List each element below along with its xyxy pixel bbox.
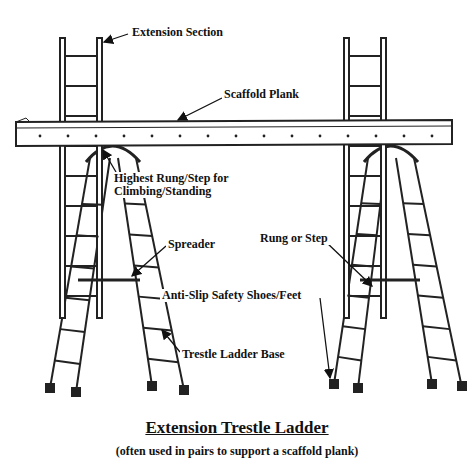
plank-nail bbox=[431, 135, 434, 138]
rung bbox=[65, 205, 97, 207]
part-label: Highest Rung/Step for Climbing/Standing bbox=[112, 172, 236, 198]
plank-nail bbox=[375, 135, 378, 138]
rung bbox=[428, 357, 457, 361]
plank-nail bbox=[39, 135, 42, 138]
ladder-drawing bbox=[46, 38, 466, 396]
rung bbox=[66, 298, 90, 300]
figure-caption: (often used in pairs to support a scaffo… bbox=[116, 444, 359, 459]
rung bbox=[65, 55, 97, 57]
scaffold-plank bbox=[16, 118, 452, 146]
rung bbox=[134, 266, 159, 268]
part-label: Extension Section bbox=[130, 26, 225, 39]
rung bbox=[148, 359, 178, 363]
rung bbox=[65, 265, 97, 267]
part-label: Rung or Step bbox=[258, 232, 330, 245]
plank-nail bbox=[263, 135, 266, 138]
plank-nail bbox=[123, 135, 126, 138]
rung bbox=[338, 357, 361, 361]
rung bbox=[129, 235, 152, 236]
rung bbox=[65, 115, 97, 117]
figure-title: Extension Trestle Ladder bbox=[145, 418, 328, 438]
plank-nail bbox=[67, 135, 70, 138]
rung bbox=[65, 295, 97, 297]
rung bbox=[343, 326, 365, 329]
plank-nail bbox=[291, 135, 294, 138]
part-label: Spreader bbox=[166, 238, 217, 251]
rung bbox=[418, 295, 443, 297]
ladder-rungs bbox=[55, 56, 456, 364]
rung bbox=[60, 329, 84, 332]
part-label: Trestle Ladder Base bbox=[180, 348, 287, 361]
rung bbox=[125, 203, 146, 206]
rung bbox=[361, 202, 380, 205]
plank-nail bbox=[207, 135, 210, 138]
rung bbox=[349, 235, 381, 237]
plank-nail bbox=[347, 135, 350, 138]
rung bbox=[349, 85, 381, 87]
rung bbox=[403, 202, 423, 205]
rung bbox=[413, 265, 437, 267]
rung bbox=[349, 265, 381, 267]
rung bbox=[349, 205, 381, 207]
rung bbox=[423, 326, 450, 329]
rung bbox=[349, 295, 381, 297]
plank-nail bbox=[95, 135, 98, 138]
rung bbox=[143, 328, 171, 331]
plank-nail bbox=[319, 135, 322, 138]
rung bbox=[65, 85, 97, 87]
part-label: Scaffold Plank bbox=[222, 88, 301, 101]
plank-nail bbox=[403, 135, 406, 138]
rung bbox=[65, 235, 97, 237]
leader-lines bbox=[103, 34, 372, 378]
plank-nail bbox=[151, 135, 154, 138]
rung bbox=[349, 175, 381, 177]
rung bbox=[349, 55, 381, 57]
rung bbox=[408, 234, 430, 235]
rung bbox=[349, 115, 381, 117]
part-label: Anti-Slip Safety Shoes/Feet bbox=[160, 289, 303, 302]
plank-nail bbox=[235, 135, 238, 138]
plank-nail bbox=[179, 135, 182, 138]
rung bbox=[65, 175, 97, 177]
rung bbox=[55, 360, 80, 364]
